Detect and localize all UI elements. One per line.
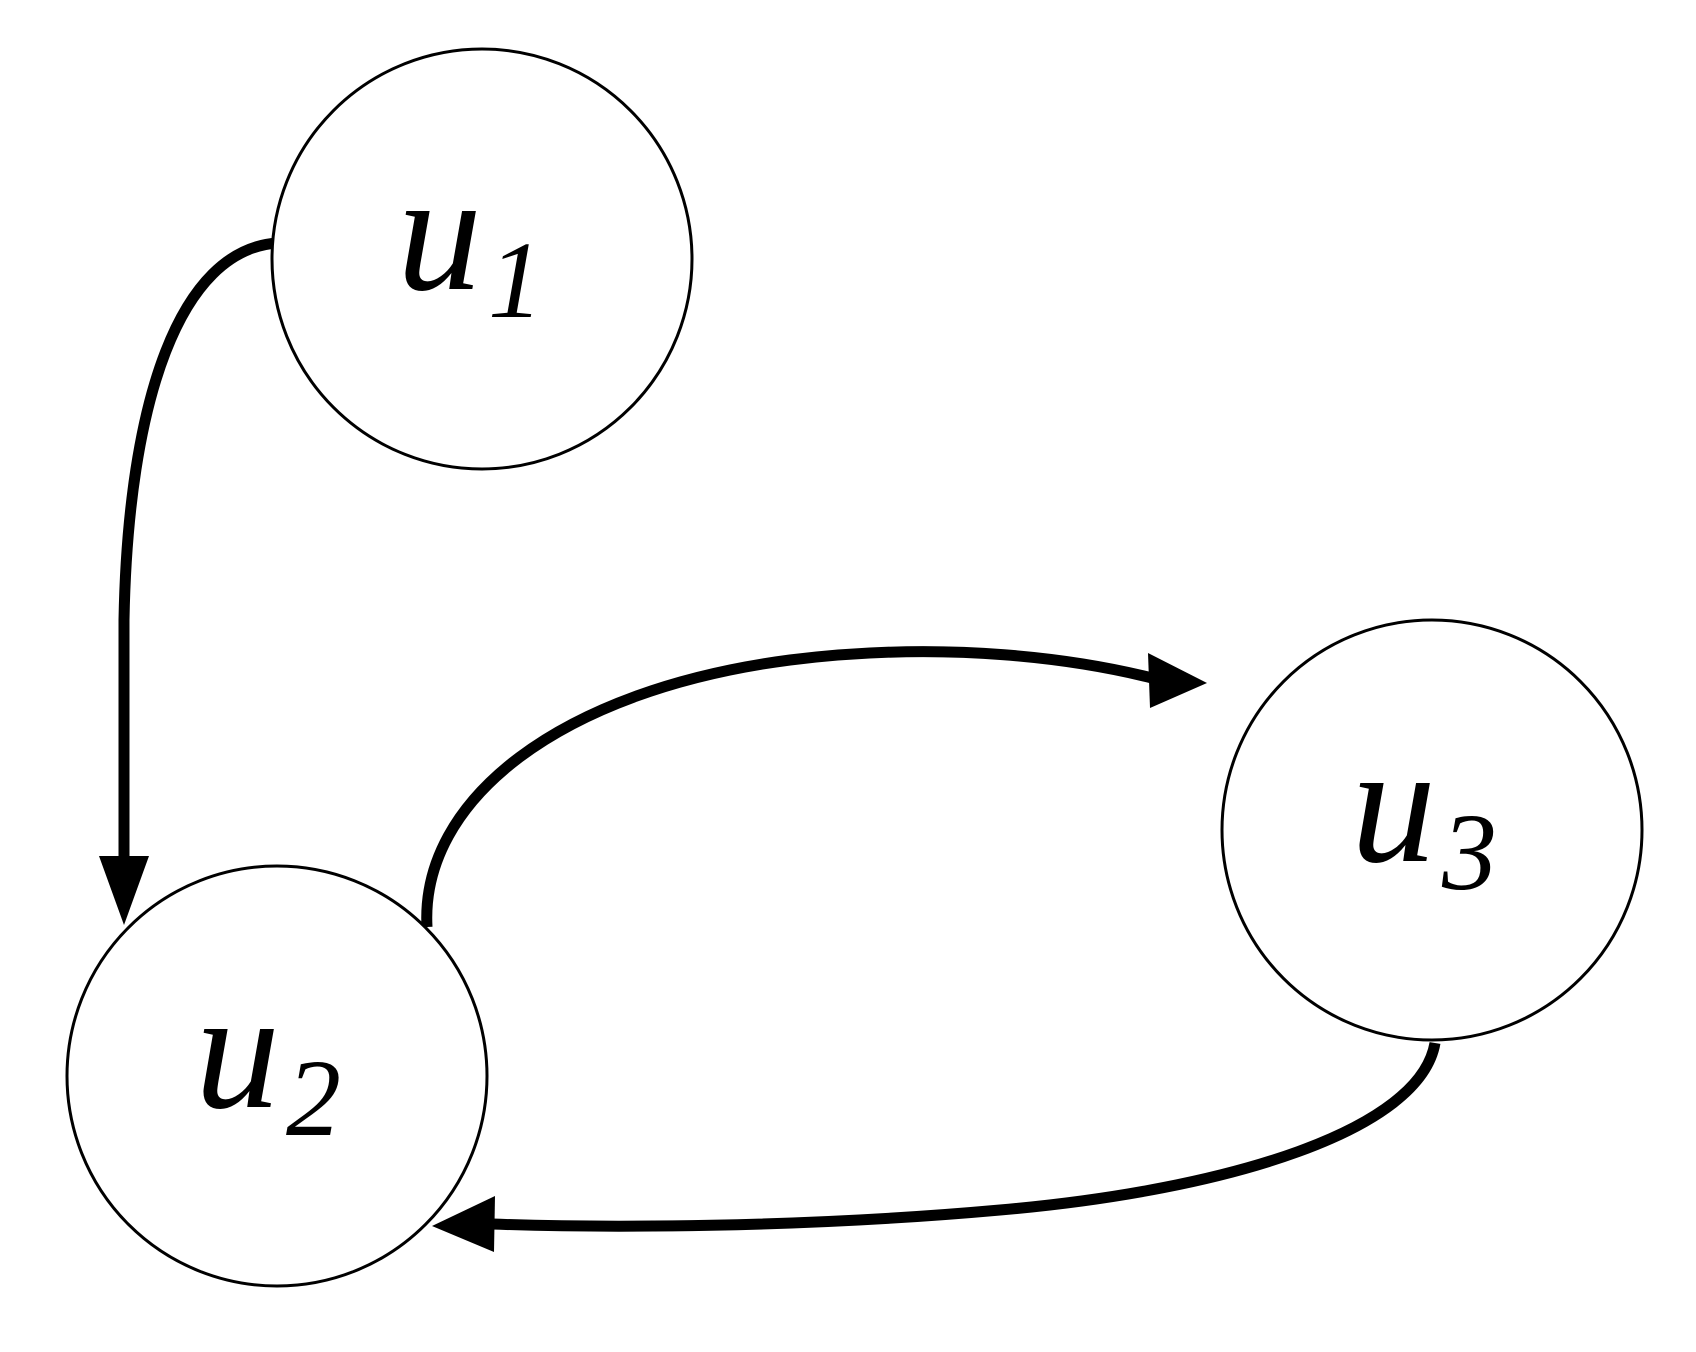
node-u1-circle[interactable] <box>270 47 694 471</box>
edge-u3-to-u2[interactable] <box>432 1041 1441 1252</box>
edge-u2-to-u3[interactable] <box>421 646 1207 928</box>
edge-u1-to-u2-line[interactable] <box>118 237 278 862</box>
node-u1-label-base: u <box>397 138 482 326</box>
edge-u3-to-u2-line[interactable] <box>491 1041 1441 1232</box>
edge-u1-to-u2-arrowhead <box>99 856 149 925</box>
node-u2-label-subscript: 2 <box>286 1037 341 1159</box>
node-u2-label-base: u <box>195 956 280 1144</box>
node-u3-label: u3 <box>1351 710 1497 913</box>
node-u3[interactable]: u3 <box>1220 618 1644 1042</box>
edge-group <box>99 237 1441 1252</box>
node-u2-label: u2 <box>195 956 341 1159</box>
node-u2-circle[interactable] <box>65 864 489 1288</box>
node-u3-circle[interactable] <box>1220 618 1644 1042</box>
edge-u1-to-u2[interactable] <box>99 237 278 925</box>
edge-u2-to-u3-line[interactable] <box>421 646 1154 928</box>
node-u1-label-subscript: 1 <box>488 219 543 341</box>
node-u2[interactable]: u2 <box>65 864 489 1288</box>
edge-u2-to-u3-arrowhead <box>1148 653 1207 708</box>
node-u3-label-base: u <box>1351 710 1436 898</box>
node-group: u1 u2 u3 <box>65 47 1644 1288</box>
node-u1[interactable]: u1 <box>270 47 694 471</box>
node-u3-label-subscript: 3 <box>1441 791 1497 913</box>
node-u1-label: u1 <box>397 138 543 341</box>
edge-u3-to-u2-arrowhead <box>432 1196 495 1252</box>
